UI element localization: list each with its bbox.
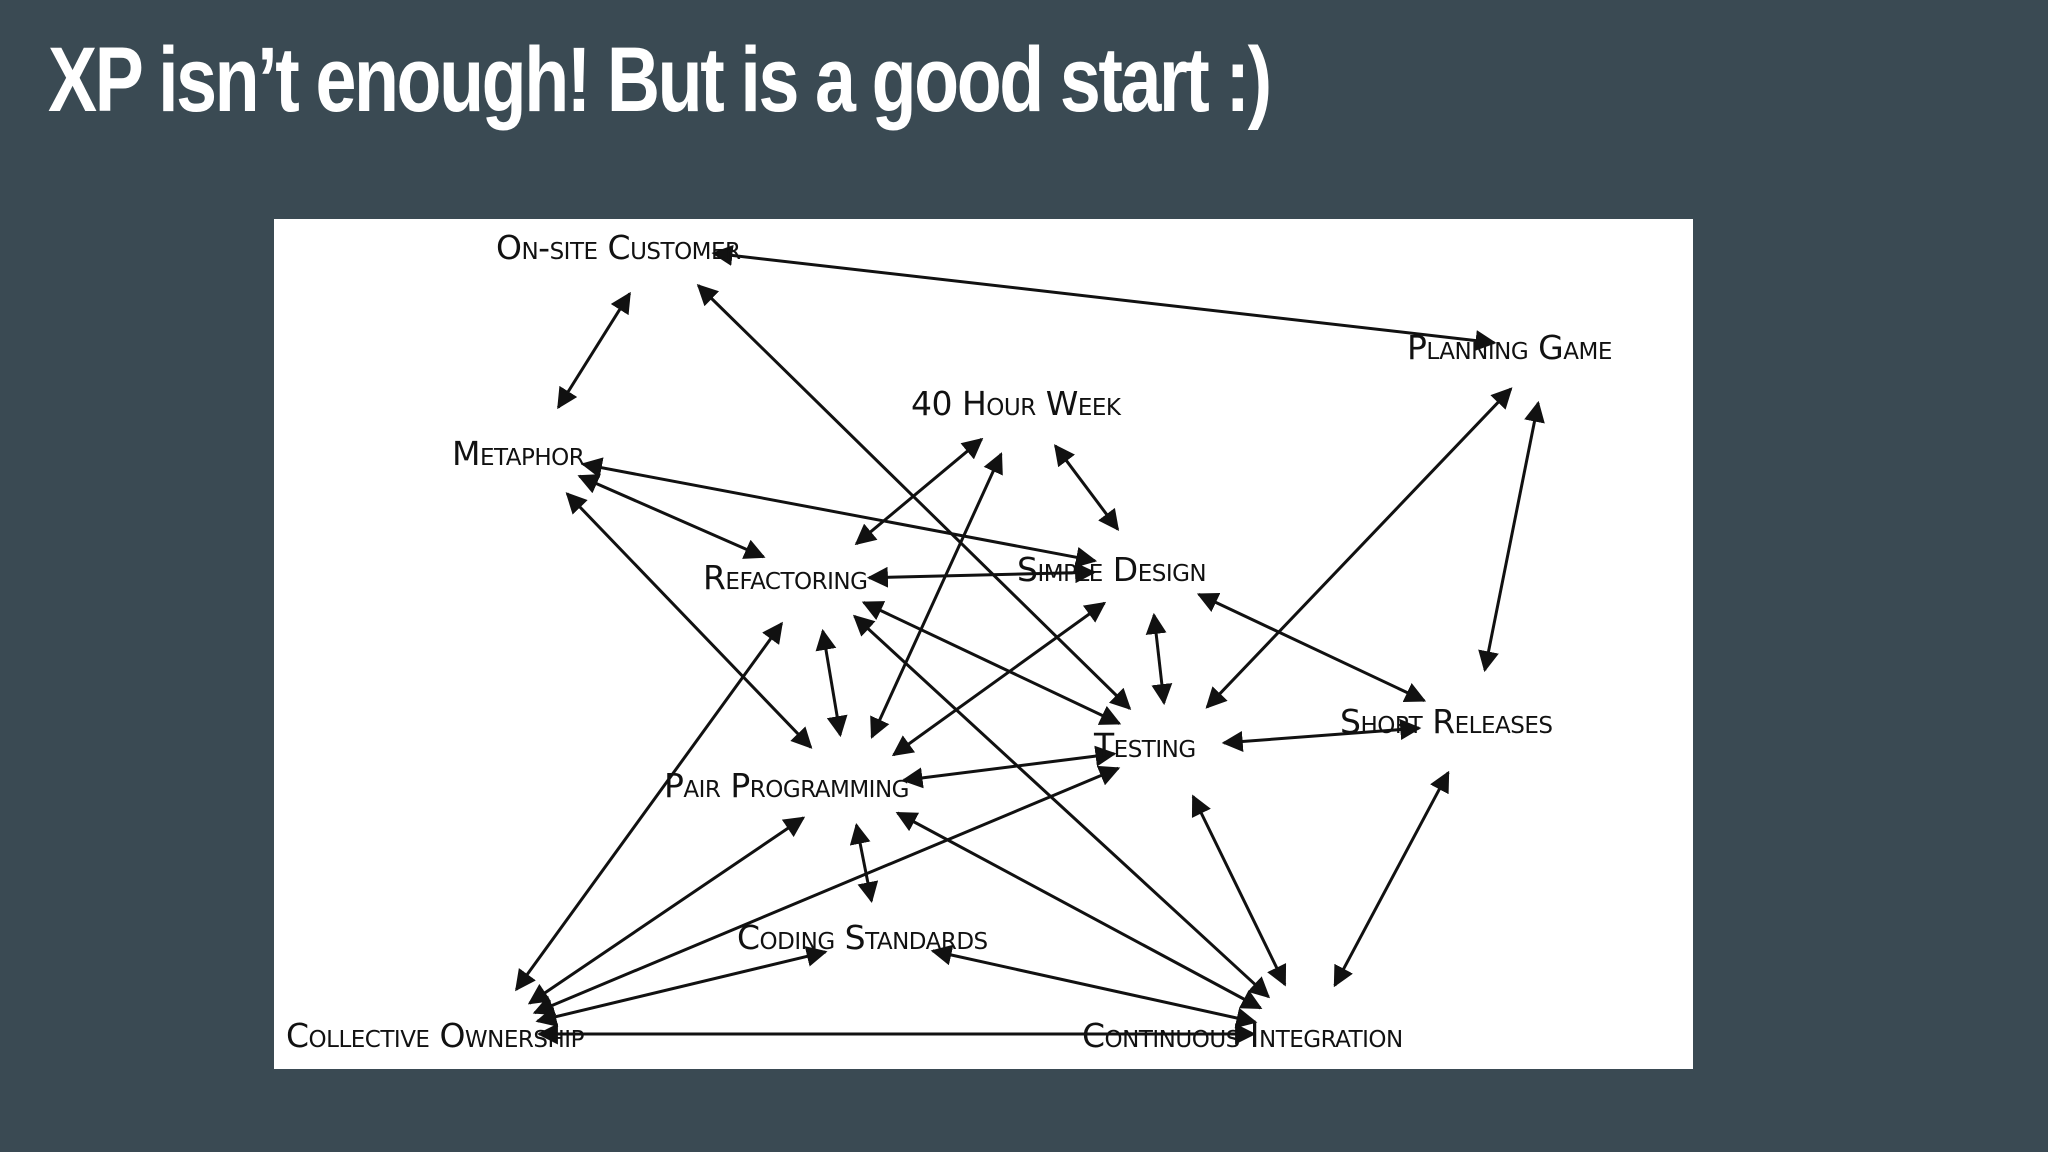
edge-refactoring-simpledesign: [866, 562, 1097, 588]
edge-metaphor-refactoring: [577, 474, 766, 559]
edge-coding-ci: [930, 944, 1258, 1029]
edge-onsite-metaphor: [557, 291, 631, 410]
edge-planning-shortreleases: [1478, 400, 1545, 673]
node-planning-game: Planning Game: [1407, 328, 1612, 367]
edge-metaphor-pair: [565, 492, 813, 749]
edge-simpledesign-pair: [891, 601, 1107, 757]
edge-shortreleases-ci: [1333, 770, 1450, 988]
edge-pair-ci: [895, 811, 1263, 1010]
node-short-releases: Short Releases: [1340, 702, 1552, 741]
edge-simpledesign-shortreleases: [1196, 592, 1427, 703]
edge-fortyhour-simpledesign: [1054, 444, 1120, 531]
node-on-site-customer: On-site Customer: [496, 228, 741, 267]
node-coding-standards: Coding Standards: [737, 918, 988, 957]
edge-layer: [515, 245, 1545, 1045]
slide-title: XP isn’t enough! But is a good start :): [48, 29, 1272, 131]
edge-pair-collective: [527, 816, 806, 1005]
node-refactoring: Refactoring: [703, 558, 867, 597]
edge-fortyhour-pair: [870, 452, 1003, 739]
edge-refactoring-pair: [815, 628, 848, 738]
node-collective-ownership: Collective Ownership: [286, 1016, 585, 1055]
node-simple-design: Simple Design: [1017, 550, 1206, 589]
node-metaphor: Metaphor: [452, 434, 585, 473]
edge-pair-coding: [849, 822, 879, 904]
node-testing: Testing: [1093, 726, 1196, 765]
node-pair-programming: Pair Programming: [664, 766, 909, 805]
node-continuous-integration: Continuous Integration: [1082, 1016, 1403, 1055]
edge-onsite-planning: [711, 245, 1497, 351]
edge-testing-ci: [1191, 794, 1287, 987]
edge-testing-shortreleases: [1221, 719, 1422, 752]
label-layer: On-site Customer Planning Game 40 Hour W…: [286, 228, 1612, 1055]
node-40-hour-week: 40 Hour Week: [911, 384, 1122, 423]
edge-coding-collective: [535, 946, 828, 1027]
edge-simpledesign-testing: [1145, 612, 1173, 706]
xp-practices-diagram: On-site Customer Planning Game 40 Hour W…: [274, 219, 1693, 1069]
xp-practices-graph: On-site Customer Planning Game 40 Hour W…: [286, 228, 1612, 1055]
edge-planning-testing: [1205, 387, 1513, 709]
